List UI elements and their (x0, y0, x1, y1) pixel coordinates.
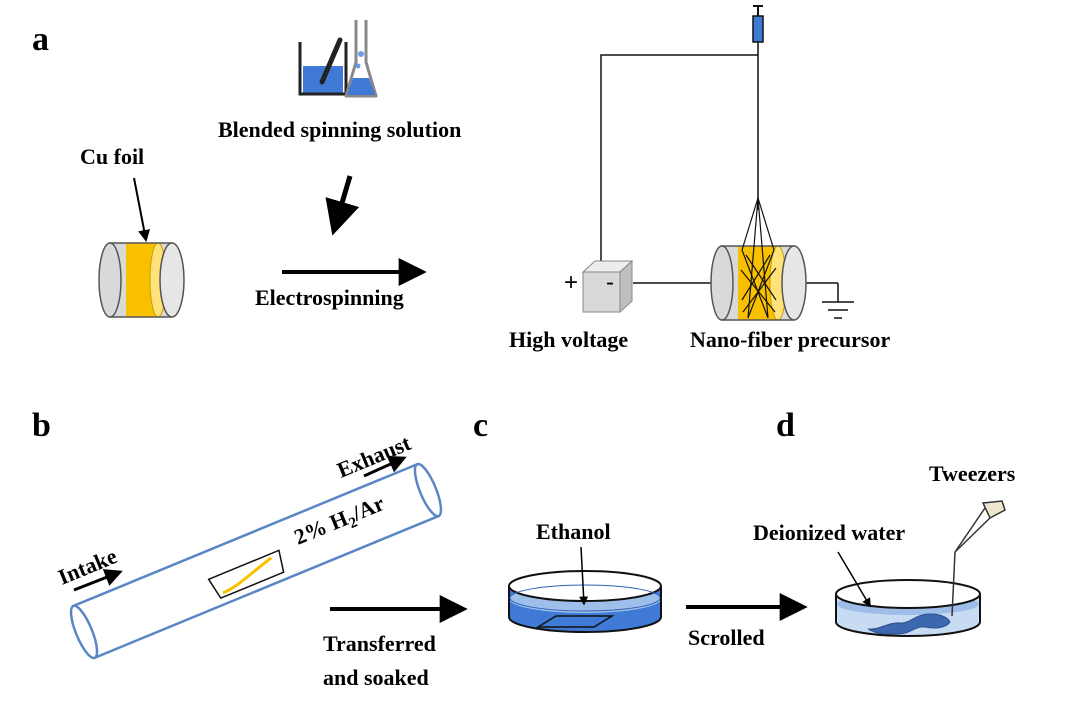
cu-foil-roll (98, 242, 185, 318)
tweezers-label: Tweezers (929, 461, 1016, 486)
water-pointer (837, 551, 871, 608)
beaker-icon (298, 37, 348, 96)
syringe-icon (752, 5, 764, 43)
nanofiber-jets (740, 197, 777, 319)
circuit-wires (600, 41, 854, 319)
tube-furnace-tube (69, 462, 443, 660)
sample-boat (207, 549, 285, 600)
intake-label: Intake (54, 543, 120, 589)
ethanol-pointer (579, 546, 589, 606)
panel-label-d: d (776, 407, 795, 444)
high-voltage-label: High voltage (509, 327, 628, 352)
gas-label: 2% H2/Ar (290, 490, 389, 553)
panel-label-b: b (32, 407, 51, 444)
water-label: Deionized water (753, 520, 905, 545)
ethanol-dish (508, 570, 662, 633)
high-voltage-source (581, 259, 634, 314)
transfer-label-line1: Transferred (323, 631, 436, 656)
scrolled-label: Scrolled (688, 625, 765, 650)
exhaust-label: Exhaust (333, 430, 414, 483)
fiber-collector-drum (710, 245, 807, 321)
cu-foil-label: Cu foil (80, 144, 144, 169)
spinning-solution-label: Blended spinning solution (218, 117, 461, 142)
intake-arrow (73, 569, 123, 592)
exhaust-arrow (363, 455, 407, 478)
minus-sign: - (606, 269, 614, 296)
transfer-label-line2: and soaked (323, 665, 429, 690)
solution-arrow (325, 175, 360, 236)
water-dish (835, 579, 981, 637)
flask-icon (344, 20, 378, 98)
cu-foil-pointer (133, 177, 150, 242)
tweezers-icon (951, 500, 1006, 617)
electrospinning-label: Electrospinning (255, 285, 404, 310)
panel-label-c: c (473, 407, 488, 444)
plus-sign: + (564, 269, 578, 296)
ethanol-label: Ethanol (536, 519, 611, 544)
panel-label-a: a (32, 21, 49, 58)
precursor-label: Nano-fiber precursor (690, 327, 890, 352)
